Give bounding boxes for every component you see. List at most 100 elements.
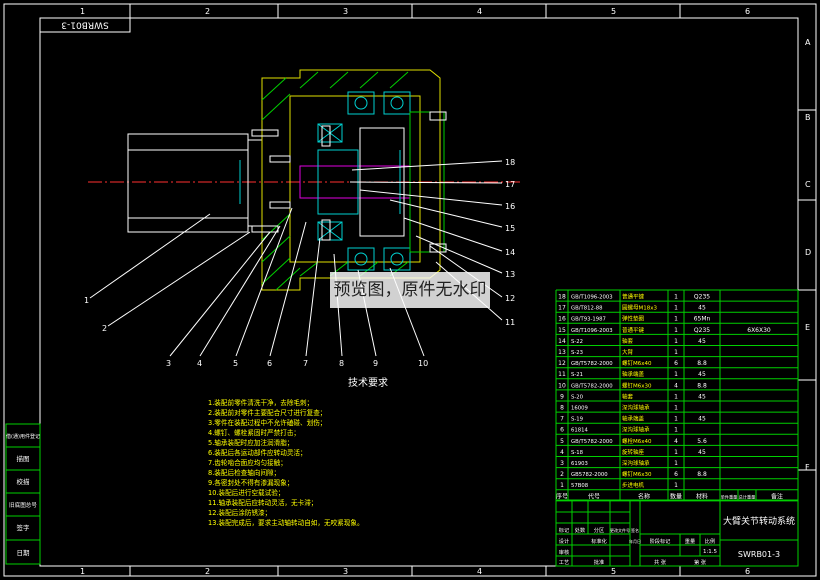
bom-header-cell: 备注: [771, 492, 783, 500]
bom-row-name: 螺钉M6x30: [622, 381, 652, 389]
bom-row-no: 7: [560, 416, 564, 423]
drawing-number-rotated: SWRB01-3: [61, 20, 108, 30]
bom-header-cell: 总计重量: [739, 493, 756, 500]
bom-row-code: S-22: [571, 339, 583, 345]
bom-row-note: 6X6X30: [747, 327, 771, 334]
bom-row-qty: 6: [674, 360, 678, 367]
callout-7: 7: [303, 359, 308, 368]
tb-label-change: 更改文件号: [610, 527, 630, 533]
side-stamp-2: 校描: [17, 477, 31, 486]
bom-header-cell: 材料: [696, 492, 708, 500]
bom-row-qty: 1: [674, 349, 678, 356]
bom-row-code: GB/T812-88: [571, 306, 603, 312]
tb-label-weight: 重量: [685, 537, 695, 545]
bom-row-no: 8: [560, 405, 564, 412]
bom-row-no: 18: [558, 294, 566, 301]
housing-outer: [261, 69, 441, 291]
callout-2: 2: [102, 324, 107, 333]
bearings: [317, 91, 411, 271]
tech-req-line-8: 8.装配后检查轴向间隙；: [208, 468, 280, 477]
bom-row-code: GB/T5782-2000: [571, 439, 613, 445]
bom-row-qty: 1: [674, 405, 678, 412]
bom-row-name: 深沟球轴承: [622, 404, 650, 412]
bom-row-qty: 1: [674, 327, 678, 334]
housing-hatching: [261, 71, 409, 291]
row-label-f: F: [805, 463, 810, 472]
tb-label-sign: 签名: [631, 527, 639, 533]
tech-req-line-4: 4.螺钉、螺栓紧固时严禁打击；: [208, 428, 300, 437]
side-stamp-0: 借(通)用件登记: [6, 433, 40, 440]
leader-lines: [89, 160, 503, 357]
tech-req-line-3: 3.零件在装配过程中不允许磕碰、划伤；: [208, 418, 326, 427]
bom-row-name: 普通平键: [622, 326, 645, 334]
bom-row-qty: 1: [674, 316, 678, 323]
tb-label-zone: 分区: [594, 526, 604, 534]
tb-label-total-sheets: 共 张: [654, 558, 667, 566]
bom-header-cell: 代号: [588, 492, 600, 500]
zone-ticks-top: [129, 4, 816, 576]
tech-req-line-13: 13.装配完成后，要求主动轴转动自如，无咬紧现象。: [208, 518, 364, 527]
bom-row-code: GB/T1096-2003: [571, 328, 613, 334]
side-stamp: [5, 423, 41, 565]
bom-row-code: 16009: [571, 406, 588, 412]
row-label-a: A: [805, 38, 811, 47]
bom-row-qty: 1: [674, 427, 678, 434]
bom-row-qty: 1: [674, 338, 678, 345]
bom-row-name: 螺栓M6x40: [622, 437, 652, 445]
tb-label-stage: 阶段标记: [650, 537, 671, 545]
bom-row-no: 15: [558, 327, 566, 334]
tb-label-design: 设计: [559, 537, 569, 545]
side-stamp-1: 描图: [17, 454, 30, 463]
bom-row-no: 14: [558, 338, 566, 345]
bom-row-no: 6: [560, 427, 564, 434]
callout-4: 4: [197, 359, 202, 368]
bom-row-no: 17: [558, 305, 566, 312]
col-label-1b: 1: [80, 567, 85, 576]
bom-row-name: 轴承端盖: [622, 415, 645, 423]
bom-row-name: 轴套: [622, 337, 634, 345]
callout-14: 14: [505, 248, 515, 257]
tb-label-standard: 标准化: [591, 537, 607, 545]
bom-row-name: 轴套: [622, 392, 634, 400]
col-label-6: 6: [745, 7, 750, 16]
bom-row-name: 螺钉M6x30: [622, 470, 652, 478]
bom-row-no: 4: [560, 449, 564, 456]
motor-body: [127, 133, 249, 233]
tb-label-process: 工艺: [559, 559, 569, 566]
bom-row-qty: 1: [674, 393, 678, 400]
side-stamp-4: 签字: [17, 523, 31, 532]
tb-scale-value: 1:1.5: [703, 549, 718, 555]
bom-row-code: GB/T5782-2000: [571, 361, 613, 367]
bom-row-qty: 1: [674, 371, 678, 378]
bom-row-no: 1: [560, 482, 564, 489]
bom-row-code: GB/T5782-2000: [571, 383, 613, 389]
tb-label-count: 处数: [575, 526, 586, 534]
bom-row-code: GB5782-2000: [571, 472, 608, 478]
tb-label-approve: 批准: [594, 558, 604, 566]
col-label-3: 3: [343, 7, 348, 16]
zone-labels: 1 2 3 4 5 6 1 2 3 4 5 6 A B C D E F: [80, 7, 811, 576]
bom-row-code: S-19: [571, 417, 583, 423]
tech-req-line-6: 6.装配后各运动部件应转动灵活；: [208, 448, 307, 457]
tech-req-line-2: 2.装配前对零件主要配合尺寸进行复查；: [208, 408, 326, 417]
bom-header-cell: 序号: [556, 492, 568, 500]
callout-6: 6: [267, 359, 272, 368]
bom-row-no: 12: [558, 360, 566, 367]
bom-header-cell: 名称: [638, 492, 650, 500]
bom-header-cell: 数量: [670, 492, 682, 500]
bom-row-no: 10: [558, 382, 566, 389]
bom-row-name: 圆螺母M18x3: [622, 304, 657, 312]
bom-row-code: 61903: [571, 461, 588, 467]
bom-row-name: 轴承端盖: [622, 370, 645, 378]
col-label-6b: 6: [745, 567, 750, 576]
callout-17: 17: [505, 180, 515, 189]
bom-row-material: Q235: [694, 327, 710, 334]
bom-row-no: 2: [560, 471, 564, 478]
bom-row-code: S-21: [571, 372, 583, 378]
callout-numbers: 1 2 3 4 5 6 7 8 9 10 11 12 13 14 15 16 1…: [84, 158, 515, 368]
tb-title: 大臂关节转动系统: [723, 515, 795, 527]
callout-12: 12: [505, 294, 515, 303]
bom-row-code: 61814: [571, 428, 588, 434]
callout-10: 10: [418, 359, 428, 368]
